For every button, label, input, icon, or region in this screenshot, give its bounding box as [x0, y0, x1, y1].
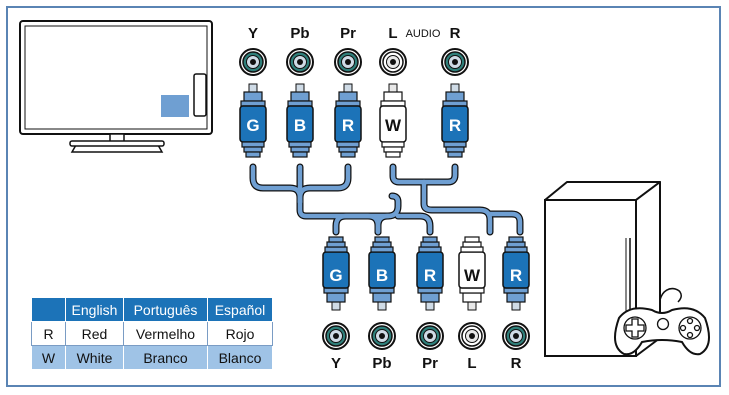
top-port-y [239, 48, 267, 76]
legend-header-blank [31, 297, 66, 322]
top-port-l [379, 48, 407, 76]
legend-cell-white-english: White [65, 345, 124, 370]
bottom-plug-letter-b: B [376, 266, 388, 285]
legend-key-w: W [31, 345, 66, 370]
top-plug-w: W [379, 83, 407, 158]
legend-row-red: R Red Vermelho Rojo [31, 321, 273, 346]
top-plug-letter-w: W [385, 116, 402, 135]
bottom-port-l [458, 322, 486, 350]
top-plug-letter-r-audio: R [449, 116, 461, 135]
legend-cell-white-portugues: Branco [123, 345, 208, 370]
legend-header-portugues: Português [123, 297, 208, 322]
color-legend-table: English Português Español R Red Vermelho… [31, 297, 273, 370]
top-label-pb: Pb [290, 25, 309, 42]
bottom-plug-letter-w: W [464, 266, 481, 285]
cable-bundle [249, 163, 524, 236]
legend-header-espanol: Español [207, 297, 273, 322]
top-label-pr: Pr [340, 25, 356, 42]
bottom-label-r: R [511, 355, 522, 372]
top-plug-letter-g: G [246, 116, 259, 135]
legend-cell-red-espanol: Rojo [207, 321, 273, 346]
bottom-label-l: L [467, 355, 476, 372]
legend-cell-red-english: Red [65, 321, 124, 346]
legend-cell-white-espanol: Blanco [207, 345, 273, 370]
top-port-pr [334, 48, 362, 76]
top-port-r [441, 48, 469, 76]
tv-icon [19, 20, 213, 153]
bottom-plug-letter-r-video: R [424, 266, 436, 285]
top-plug-letter-r-video: R [342, 116, 354, 135]
bottom-label-pr: Pr [422, 355, 438, 372]
legend-key-r: R [31, 321, 66, 346]
bottom-port-y [322, 322, 350, 350]
top-plug-g: G [239, 83, 267, 158]
top-label-r: R [450, 25, 461, 42]
bottom-label-pb: Pb [372, 355, 391, 372]
bottom-port-pr [416, 322, 444, 350]
top-plug-r-audio: R [441, 83, 469, 158]
top-port-pb [286, 48, 314, 76]
top-label-l: L [388, 25, 397, 42]
game-controller-icon [614, 287, 710, 356]
bottom-plug-letter-g: G [329, 266, 342, 285]
legend-row-white: W White Branco Blanco [31, 345, 273, 370]
top-label-y: Y [248, 25, 258, 42]
bottom-label-y: Y [331, 355, 341, 372]
bottom-port-pb [368, 322, 396, 350]
top-plug-letter-b: B [294, 116, 306, 135]
legend-cell-red-portugues: Vermelho [123, 321, 208, 346]
bottom-port-r [502, 322, 530, 350]
top-plug-r-video: R [334, 83, 362, 158]
legend-header-english: English [65, 297, 124, 322]
top-plug-b: B [286, 83, 314, 158]
bottom-plug-letter-r-audio: R [510, 266, 522, 285]
top-label-audio: AUDIO [406, 28, 441, 40]
legend-header-row: English Português Español [31, 297, 273, 322]
